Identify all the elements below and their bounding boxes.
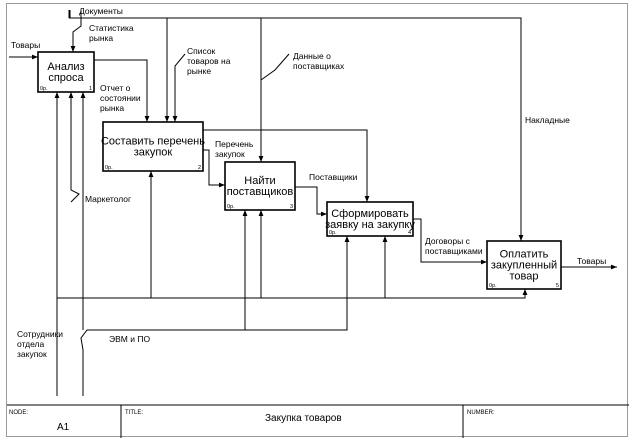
number-caption: NUMBER:	[467, 410, 495, 416]
box-number: 1	[89, 86, 92, 92]
box-cost: 0р.	[329, 230, 337, 236]
node-value: A1	[57, 422, 70, 433]
box-number: 2	[198, 165, 201, 171]
footer: NODE: A1 TITLE: Закупка товаров NUMBER:	[7, 404, 629, 438]
arrow-computer[interactable]	[80, 236, 350, 396]
box-frame	[102, 121, 204, 172]
title-caption: TITLE:	[125, 410, 143, 416]
arrows	[9, 10, 617, 396]
arrow-suppliers[interactable]	[295, 186, 327, 217]
box-cost: 0р.	[489, 283, 497, 289]
box-cost: 0р.	[40, 86, 48, 92]
box-cost: 0р.	[227, 204, 235, 210]
arrow-purchase-list[interactable]	[203, 149, 225, 188]
arrow-b2-to-b4[interactable]	[203, 129, 370, 202]
label-marketer: Маркетолог	[85, 194, 131, 204]
label-invoices: Накладные	[525, 115, 570, 125]
box-frame	[37, 51, 95, 93]
arrow-marketer[interactable]	[68, 92, 80, 203]
box-frame	[224, 161, 296, 211]
arrow-documents[interactable]	[68, 10, 521, 241]
label-suppliers: Поставщики	[309, 172, 358, 182]
arrow-market-stats[interactable]	[70, 10, 82, 52]
arrow-goods-list[interactable]	[172, 53, 186, 122]
box-number: 4	[408, 230, 411, 236]
arrow-demand-report[interactable]	[94, 59, 150, 122]
node-caption: NODE:	[9, 410, 28, 416]
box-frame	[326, 201, 414, 237]
label-documents: Документы	[79, 6, 123, 16]
label-computer: ЭВМ и ПО	[109, 334, 150, 344]
box-frame	[486, 240, 562, 290]
box-cost: 0р.	[105, 165, 113, 171]
arrow-supplier-data[interactable]	[260, 53, 290, 81]
label-goods-input: Товары	[11, 40, 40, 50]
box-number: 5	[556, 283, 559, 289]
diagram-title: Закупка товаров	[265, 413, 342, 424]
box-number: 3	[290, 204, 293, 210]
arrow-contracts[interactable]	[413, 218, 487, 265]
label-goods-output: Товары	[577, 256, 606, 266]
